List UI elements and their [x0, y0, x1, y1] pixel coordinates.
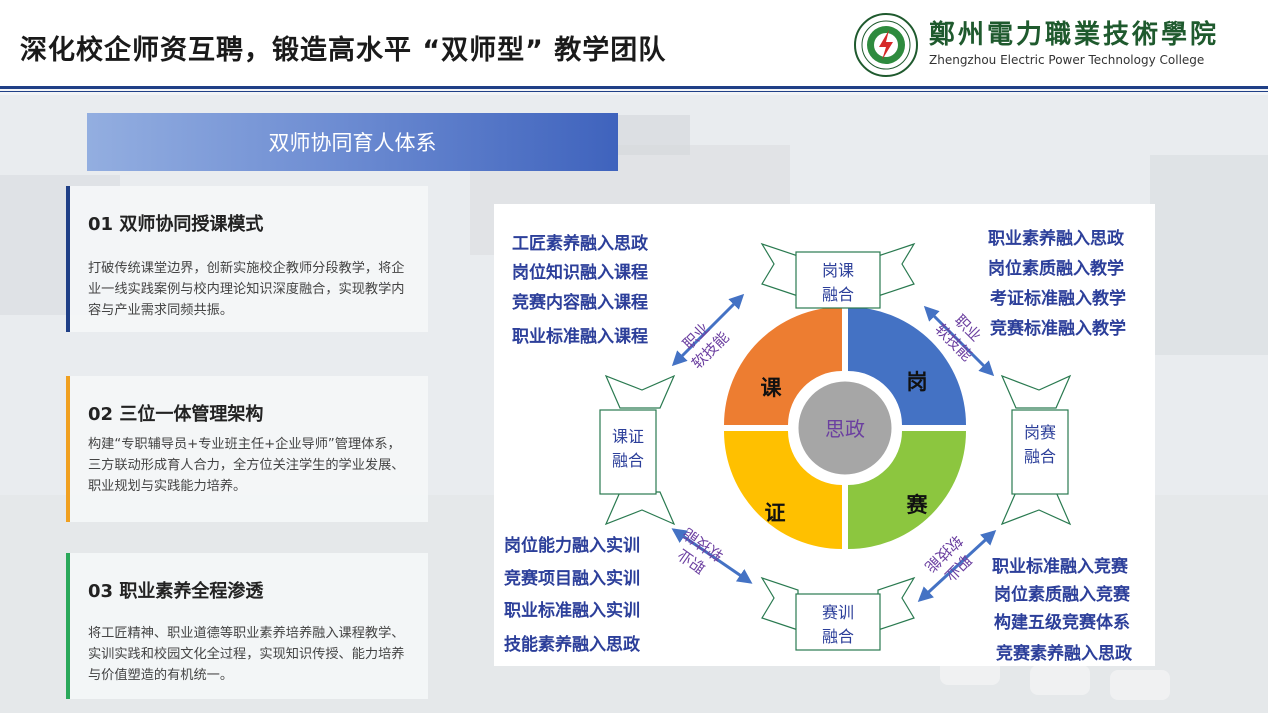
- quadrant-label-sai: 赛: [906, 493, 929, 517]
- svg-text:赛训: 赛训: [822, 603, 854, 622]
- svg-text:融合: 融合: [822, 285, 854, 304]
- list-bottom-right: 职业标准融入竞赛 岗位素质融入竞赛 构建五级竞赛体系 竞赛素养融入思政: [992, 556, 1133, 664]
- scroll-sai-xun: 赛训 融合: [760, 576, 916, 651]
- card-accent-bar: [66, 553, 70, 699]
- quadrant-label-ke: 课: [761, 376, 783, 400]
- scroll-gang-sai: 岗赛 融合: [1000, 374, 1072, 526]
- svg-text:岗位知识融入课程: 岗位知识融入课程: [512, 262, 648, 283]
- svg-text:岗赛: 岗赛: [1024, 423, 1056, 442]
- list-top-right: 职业素养融入思政 岗位素质融入教学 考证标准融入教学 竞赛标准融入教学: [988, 228, 1126, 339]
- quadrant-sai: [848, 431, 966, 549]
- card-title: 01 双师协同授课模式: [88, 214, 264, 235]
- svg-text:职业标准融入课程: 职业标准融入课程: [512, 326, 648, 347]
- card-text: 打破传统课堂边界，创新实施校企教师分段教学，将企业一线实践案例与校内理论知识深度…: [88, 261, 405, 318]
- header-divider: [0, 86, 1268, 89]
- svg-text:融合: 融合: [612, 451, 644, 470]
- card-text: 将工匠精神、职业道德等职业素养培养融入课程教学、实训实践和校园文化全过程，实现知…: [88, 626, 405, 683]
- quadrant-label-gang: 岗: [907, 370, 928, 394]
- section-title: 双师协同育人体系: [268, 131, 437, 155]
- svg-text:职业标准融入竞赛: 职业标准融入竞赛: [992, 556, 1129, 577]
- card-text: 构建“专职辅导员+专业班主任+企业导师”管理体系，三方联动形成育人合力，全方位关…: [88, 437, 405, 494]
- section-title-banner: 双师协同育人体系: [87, 113, 618, 171]
- page-title: 深化校企师资互聘，锻造高水平 “双师型” 教学团队: [20, 35, 667, 66]
- integration-diagram: 思政 岗 赛 证 课 岗课 融合 岗赛 融合 赛训 融合: [494, 204, 1155, 666]
- svg-text:竞赛内容融入课程: 竞赛内容融入课程: [512, 292, 648, 313]
- scroll-ke-zheng: 课证 融合: [599, 374, 676, 526]
- arrow-bottom-right: [917, 529, 997, 603]
- list-top-left: 工匠素养融入思政 岗位知识融入课程 竞赛内容融入课程 职业标准融入课程: [512, 233, 649, 347]
- quadrant-ke: [724, 307, 842, 425]
- card-title: 02 三位一体管理架构: [88, 404, 264, 425]
- svg-text:竞赛标准融入教学: 竞赛标准融入教学: [990, 318, 1126, 339]
- card-title: 03 职业素养全程渗透: [88, 581, 264, 602]
- quadrant-gang: [848, 307, 966, 425]
- svg-text:工匠素养融入思政: 工匠素养融入思政: [512, 233, 649, 254]
- svg-text:岗位素质融入竞赛: 岗位素质融入竞赛: [994, 584, 1131, 605]
- svg-text:技能素养融入思政: 技能素养融入思政: [504, 634, 641, 655]
- center-label: 思政: [825, 417, 865, 441]
- header-divider-thin: [0, 91, 1268, 92]
- card-accent-bar: [66, 186, 70, 332]
- arrow-bottom-left: [671, 528, 753, 584]
- svg-text:竞赛项目融入实训: 竞赛项目融入实训: [504, 568, 640, 589]
- arrow-top-left: [671, 293, 745, 367]
- card-accent-bar: [66, 376, 70, 522]
- svg-text:岗位素质融入教学: 岗位素质融入教学: [988, 258, 1124, 279]
- card-professional-literacy: 03 职业素养全程渗透 将工匠精神、职业道德等职业素养培养融入课程教学、实训实践…: [66, 553, 428, 699]
- center-circle: [795, 378, 895, 478]
- college-logo-icon: [853, 12, 919, 78]
- svg-text:岗位能力融入实训: 岗位能力融入实训: [504, 535, 640, 556]
- svg-text:竞赛素养融入思政: 竞赛素养融入思政: [996, 643, 1133, 664]
- card-dual-teacher-teaching: 01 双师协同授课模式 打破传统课堂边界，创新实施校企教师分段教学，将企业一线实…: [66, 186, 428, 332]
- svg-text:职业标准融入实训: 职业标准融入实训: [504, 600, 640, 621]
- scroll-gang-ke: 岗课 融合: [760, 242, 916, 309]
- arrow-top-right: [923, 305, 995, 377]
- college-name-cn: 鄭州電力職業技術學院: [929, 20, 1220, 50]
- svg-text:岗课: 岗课: [822, 261, 854, 280]
- quadrant-zheng: [724, 431, 842, 549]
- svg-text:课证: 课证: [612, 427, 644, 446]
- svg-text:融合: 融合: [1024, 447, 1056, 466]
- college-name-en: Zhengzhou Electric Power Technology Coll…: [929, 53, 1205, 67]
- header-bar: 深化校企师资互聘，锻造高水平 “双师型” 教学团队 鄭州電力職業技術學院 Zhe…: [0, 0, 1268, 88]
- card-management-structure: 02 三位一体管理架构 构建“专职辅导员+专业班主任+企业导师”管理体系，三方联…: [66, 376, 428, 522]
- list-bottom-left: 岗位能力融入实训 竞赛项目融入实训 职业标准融入实训 技能素养融入思政: [504, 535, 641, 655]
- svg-text:考证标准融入教学: 考证标准融入教学: [989, 288, 1126, 309]
- svg-text:职业素养融入思政: 职业素养融入思政: [988, 228, 1125, 249]
- quadrant-label-zheng: 证: [765, 501, 786, 525]
- svg-text:构建五级竞赛体系: 构建五级竞赛体系: [994, 612, 1130, 633]
- svg-text:融合: 融合: [822, 627, 854, 646]
